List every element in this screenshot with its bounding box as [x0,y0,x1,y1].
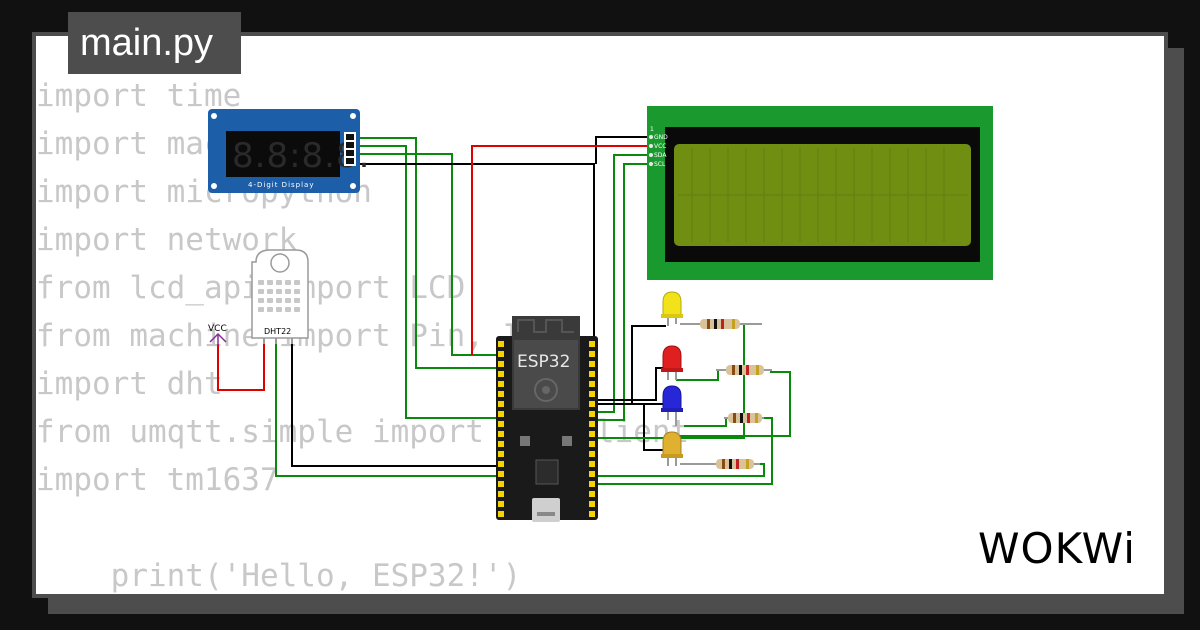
seven-segment-display[interactable]: 8.8:8.8. 4-Digit Display [208,109,370,193]
wire-green[interactable] [684,418,727,427]
wire-black[interactable] [358,163,595,340]
file-tab-main[interactable]: main.py [68,12,241,74]
code-line: import time [36,78,242,114]
lcd-display[interactable]: 1 GND VCC SDA SCL [647,106,993,280]
code-line: import dht [36,366,223,402]
wokwi-logo: WOKWi [978,524,1136,573]
lcd-pin-gnd: GND [654,134,668,141]
seven-segment-label: 4-Digit Display [248,181,314,189]
led-yellow[interactable] [661,291,683,326]
wire-black[interactable] [631,325,666,404]
wire-green[interactable] [598,163,650,421]
code-line: print('Hello, ESP32!') [36,558,522,594]
wire-black[interactable] [291,332,500,467]
wire-black[interactable] [595,136,650,164]
lcd-pin1-label: 1 [650,126,654,133]
wire-red[interactable] [217,332,265,391]
lcd-pin-vcc: VCC [654,143,666,150]
vcc-symbol[interactable]: VCC [208,324,227,346]
dht22-sensor[interactable]: DHT22 [251,249,309,344]
wire-green[interactable] [358,145,500,419]
esp32-board[interactable]: ESP32 [496,316,598,522]
resistor[interactable] [724,413,764,423]
code-line: import tm1637 [36,462,279,498]
wire-green[interactable] [358,137,500,369]
esp32-right-pins[interactable] [589,341,595,517]
wire-green[interactable] [275,332,500,477]
led-red[interactable] [661,345,683,380]
wire-green[interactable] [598,417,773,485]
wire-red[interactable] [471,145,650,355]
vcc-label: VCC [208,324,227,334]
wire-green[interactable] [358,153,500,356]
wire-black[interactable] [643,404,666,451]
esp32-label: ESP32 [517,352,570,372]
wire-green[interactable] [676,370,719,381]
wire-green[interactable] [598,154,650,413]
resistor[interactable] [680,319,762,329]
dht22-label: DHT22 [264,327,291,336]
resistor[interactable] [680,459,760,469]
code-line: from lcd_api import LCD [36,270,466,306]
led-amber[interactable] [661,431,683,466]
esp32-left-pins[interactable] [498,341,504,517]
resistor[interactable] [716,365,772,375]
led-blue[interactable] [661,385,683,426]
lcd-pin-sda: SDA [654,152,667,159]
wire-green[interactable] [676,371,791,437]
lcd-pin-scl: SCL [654,161,666,168]
